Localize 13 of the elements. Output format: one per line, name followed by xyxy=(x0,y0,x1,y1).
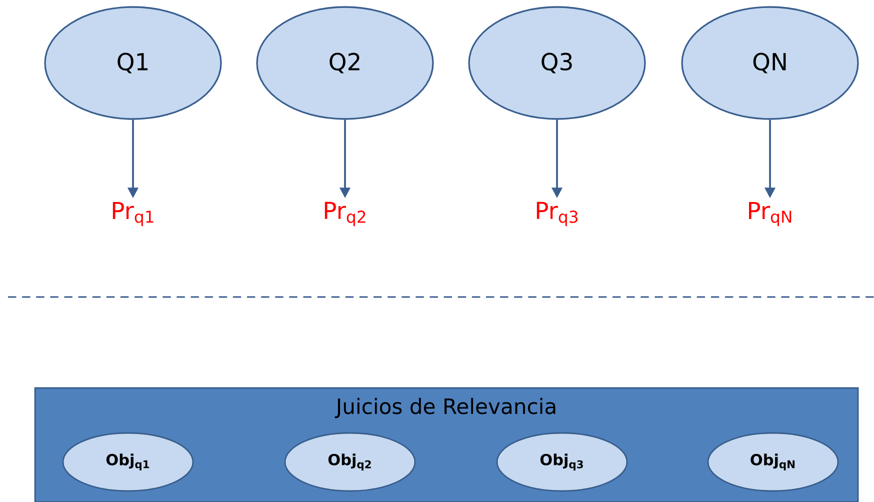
panel-heading: Juicios de Relevancia xyxy=(334,398,556,418)
ellipse-node: Obj$_{qN}$ xyxy=(707,432,839,492)
ellipse-node: Obj$_{q3}$ xyxy=(496,432,628,492)
probability-label: Pr$_{q2}$ xyxy=(324,202,366,226)
ellipse-node: Obj$_{q2}$ xyxy=(284,432,416,492)
probability-label: Pr$_{q1}$ xyxy=(112,202,154,226)
ellipse-node: Q2 xyxy=(256,6,434,120)
ellipse-node: QN xyxy=(681,6,859,120)
ellipse-node: Q3 xyxy=(468,6,646,120)
probability-label: Pr$_{q3}$ xyxy=(536,202,578,226)
probability-label: Pr$_{qN}$ xyxy=(749,202,792,226)
ellipse-node: Q1 xyxy=(44,6,222,120)
ellipse-node: Obj$_{q1}$ xyxy=(62,432,194,492)
